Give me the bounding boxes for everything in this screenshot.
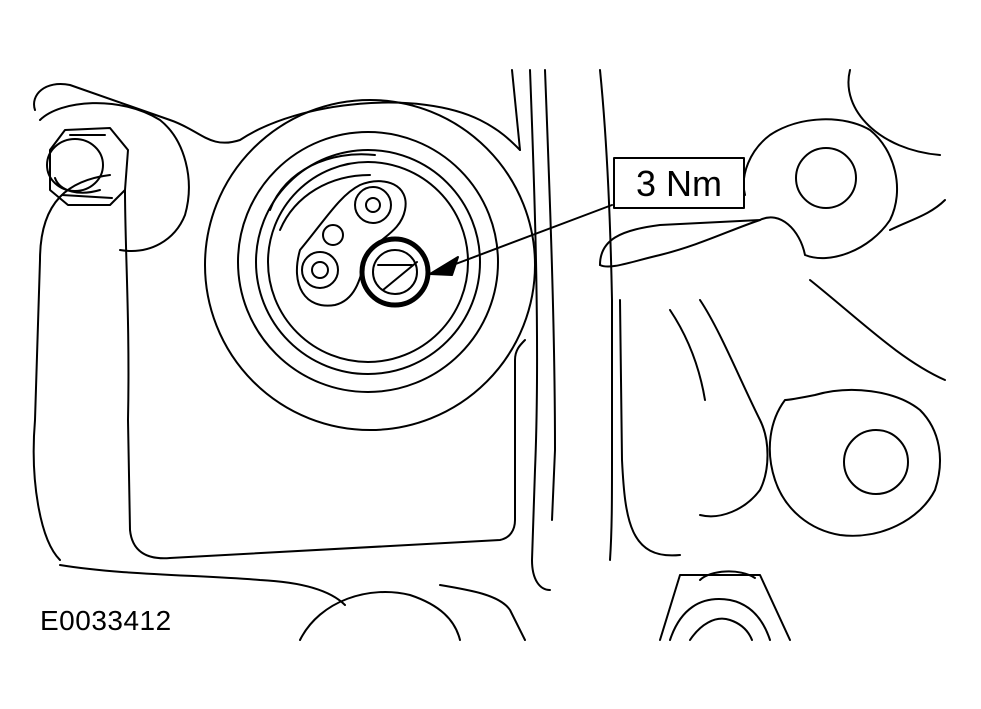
bolt-hex [50, 128, 128, 205]
callout-arrowhead [430, 257, 458, 275]
boss-ring-4 [268, 162, 468, 362]
torque-callout-label: 3 Nm [636, 163, 722, 204]
figure-reference-id: E0033412 [40, 605, 172, 636]
bleed-screw-highlight [362, 239, 428, 305]
boss-ring-3 [256, 150, 480, 374]
lower-fitting [660, 575, 790, 640]
pin-left [302, 252, 338, 288]
pin-top [355, 187, 391, 223]
channel-line-3 [600, 70, 612, 560]
right-hole-lower [844, 430, 908, 494]
callout-leader [445, 205, 612, 268]
torque-callout-box [614, 158, 744, 208]
connector-body [297, 181, 406, 305]
boss-outer-ring [205, 100, 535, 430]
housing-outline [34, 84, 520, 560]
housing-lower-sweep-2 [440, 585, 525, 640]
housing-lower-curve [300, 592, 460, 640]
channel-line-4 [620, 300, 680, 555]
channel-line-2 [545, 70, 555, 520]
housing-top-right-edge [512, 70, 520, 150]
boss-ring-2 [238, 132, 498, 392]
pin-mid [323, 225, 343, 245]
right-lug-lower [770, 390, 940, 536]
right-lug-upper [600, 119, 897, 265]
housing-lower-sweep [60, 565, 345, 605]
right-hole-upper [796, 148, 856, 208]
housing-left-inner [125, 190, 525, 558]
bleed-screw-head [373, 250, 417, 294]
channel-line-1 [530, 70, 550, 590]
bolt-stud [47, 139, 103, 191]
